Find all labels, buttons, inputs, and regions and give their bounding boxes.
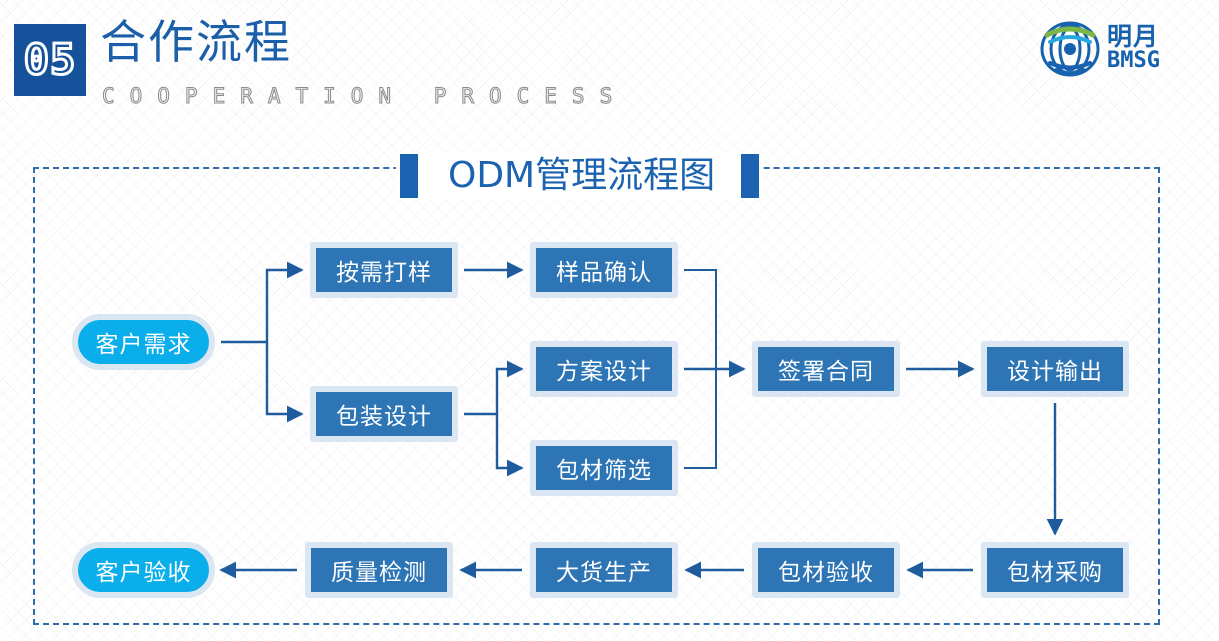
flow-node-material-accept[interactable]: 包材验收 <box>752 542 900 598</box>
flow-node-sign-contract[interactable]: 签署合同 <box>752 341 900 397</box>
flow-node-package-design[interactable]: 包装设计 <box>310 386 458 442</box>
flow-node-sampling[interactable]: 按需打样 <box>310 242 458 298</box>
globe-logo-icon <box>1040 21 1100 77</box>
flow-node-quality-check[interactable]: 质量检测 <box>305 542 453 598</box>
section-number-text: 05 <box>22 35 77 84</box>
brand-logo-text: 明月 BMSG <box>1107 24 1160 72</box>
flow-node-customer-accept[interactable]: 客户验收 <box>72 542 215 598</box>
flow-node-sample-confirm[interactable]: 样品确认 <box>530 242 678 298</box>
flow-node-scheme-design[interactable]: 方案设计 <box>530 341 678 397</box>
title-accent-bar-left <box>400 154 418 198</box>
brand-name-cn: 明月 <box>1107 22 1160 51</box>
title-accent-bar-right <box>741 154 760 198</box>
diagram-title: ODM管理流程图 <box>448 155 716 196</box>
flow-node-mass-production[interactable]: 大货生产 <box>530 542 678 598</box>
page-title: 合作流程 <box>100 15 292 69</box>
flow-node-material-purchase[interactable]: 包材采购 <box>981 542 1129 598</box>
flow-node-design-output[interactable]: 设计输出 <box>981 341 1129 397</box>
flow-node-material-screen[interactable]: 包材筛选 <box>530 440 678 496</box>
page-subtitle: COOPERATION PROCESS <box>101 84 628 109</box>
diagram-title-row: ODM管理流程图 <box>396 152 764 200</box>
brand-logo: 明月 BMSG <box>1039 16 1205 80</box>
section-number-badge: 05 <box>14 24 86 96</box>
brand-name-en: BMSG <box>1107 48 1160 73</box>
flow-node-customer-demand[interactable]: 客户需求 <box>72 314 215 370</box>
